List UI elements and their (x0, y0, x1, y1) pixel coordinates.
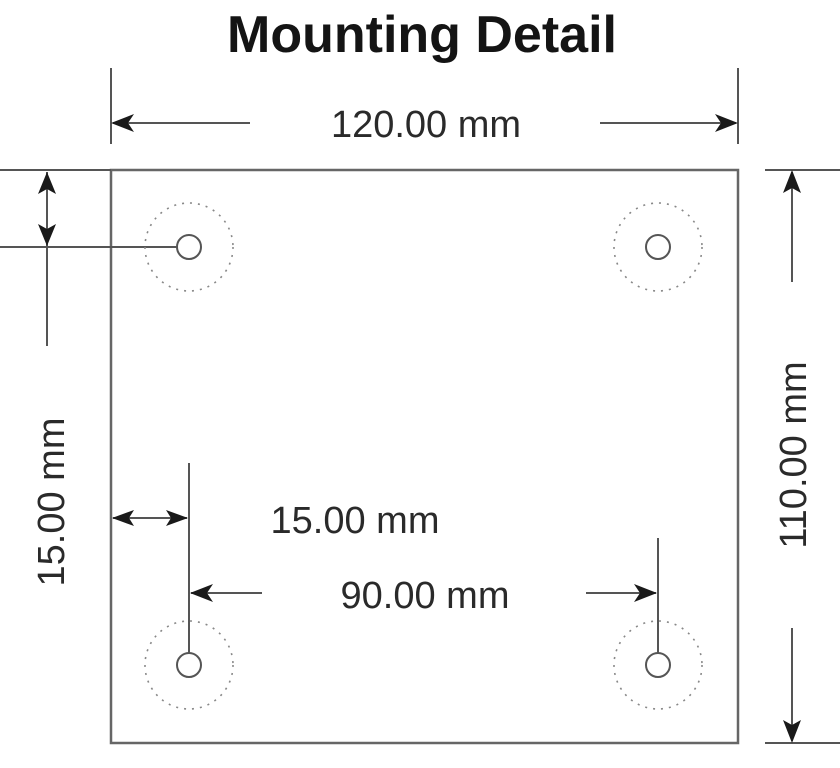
arrow-up-icon (38, 172, 56, 194)
mounting-hole-top-right (613, 202, 703, 292)
arrow-right-icon (715, 114, 738, 132)
mounting-hole-bottom-right (613, 620, 703, 710)
clearance-circle-icon (144, 202, 234, 292)
arrow-right-icon (634, 584, 657, 602)
overall-width-label: 120.00 mm (331, 104, 521, 146)
arrow-right-icon (166, 510, 188, 526)
arrow-down-icon (783, 720, 801, 743)
hole-circle-icon (176, 234, 202, 260)
horizontal-offset-dimension: 15.00 mm (112, 463, 439, 653)
mounting-hole-top-left (144, 202, 234, 292)
arrow-left-icon (112, 510, 134, 526)
horizontal-offset-label: 15.00 mm (271, 500, 440, 542)
clearance-circle-icon (144, 620, 234, 710)
hole-spacing-dimension: 90.00 mm (190, 538, 659, 653)
drawing-title: Mounting Detail (227, 6, 617, 64)
overall-height-label: 110.00 mm (773, 361, 815, 548)
mounting-plate (109, 168, 740, 745)
mounting-hole-bottom-left (144, 620, 234, 710)
clearance-circle-icon (613, 620, 703, 710)
arrow-left-icon (190, 584, 213, 602)
vertical-offset-label: 15.00 mm (31, 418, 73, 587)
overall-height-dimension: 110.00 mm (765, 169, 840, 744)
hole-spacing-label: 90.00 mm (341, 575, 510, 617)
hole-circle-icon (645, 234, 671, 260)
overall-width-dimension: 120.00 mm (110, 68, 739, 146)
clearance-circle-icon (613, 202, 703, 292)
arrow-up-icon (783, 170, 801, 193)
vertical-offset-dimension: 15.00 mm (0, 169, 177, 587)
arrow-down-icon (38, 224, 56, 246)
hole-circle-icon (645, 652, 671, 678)
hole-circle-icon (176, 652, 202, 678)
arrow-left-icon (111, 114, 134, 132)
